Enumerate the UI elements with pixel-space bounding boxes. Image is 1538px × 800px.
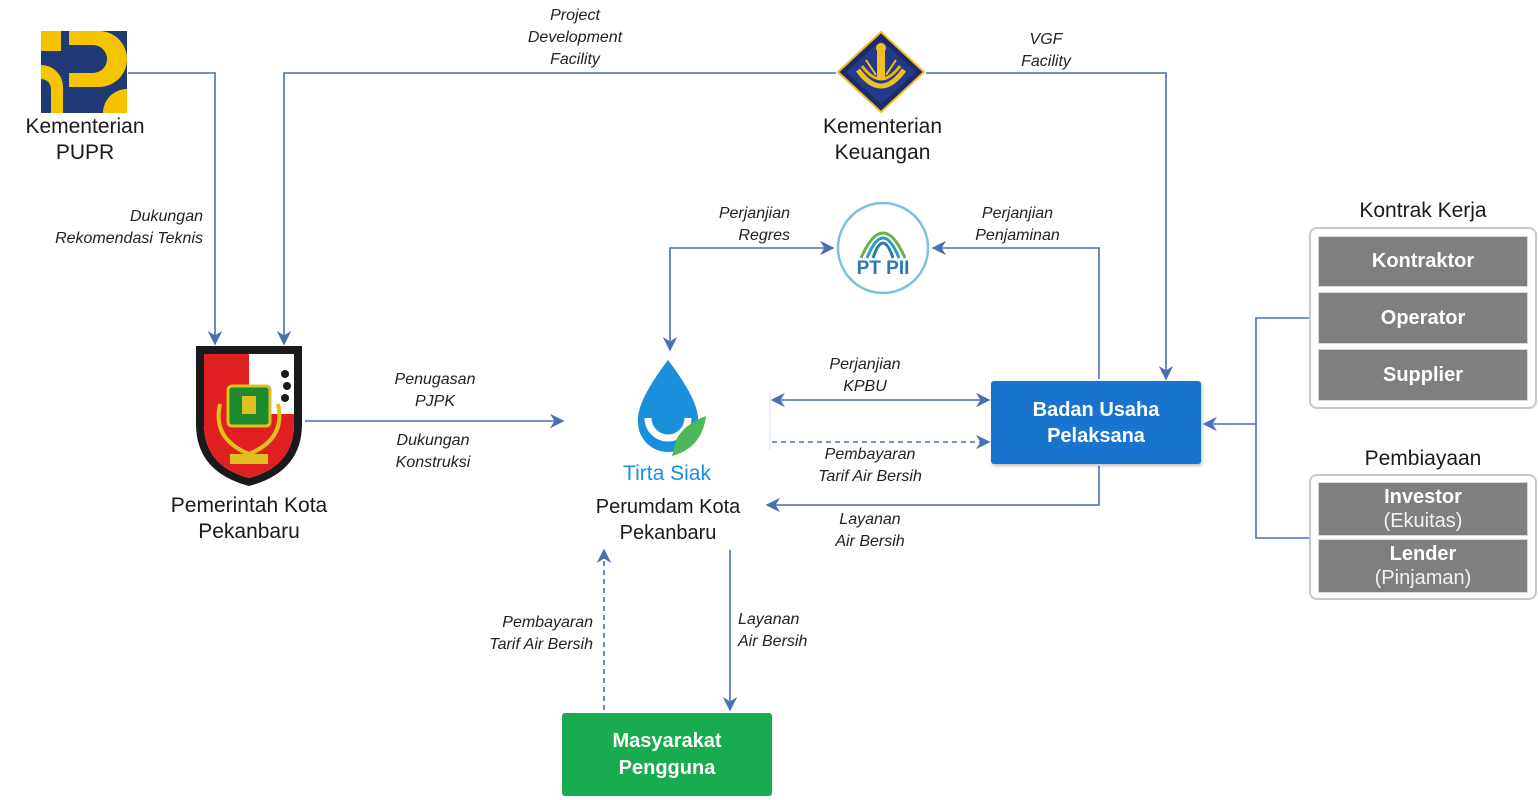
- keuangan-line2: Keuangan: [834, 141, 931, 164]
- pemkot-line2: Pekanbaru: [198, 520, 300, 543]
- pemkot-crest-icon: [192, 344, 306, 488]
- investor-box: Investor (Ekuitas): [1318, 482, 1528, 536]
- label-layanan-masy: Layanan Air Bersih: [738, 609, 828, 653]
- bup-box: Badan Usaha Pelaksana: [991, 381, 1201, 464]
- lender-sub-label: (Pinjaman): [1374, 567, 1472, 589]
- operator-label: Operator: [1380, 306, 1466, 329]
- pupr-logo-icon: [41, 31, 127, 113]
- perumdam-name: Perumdam Kota Pekanbaru: [570, 494, 766, 546]
- label-regres-line2: Regres: [738, 227, 790, 244]
- label-dukungan-konstruksi-line2: Konstruksi: [395, 454, 471, 471]
- label-pembayaran-masy-line1: Pembayaran: [502, 614, 593, 631]
- supplier-box: Supplier: [1318, 349, 1528, 401]
- label-kpbu-line1: Perjanjian: [829, 356, 901, 373]
- label-vgf-line1: VGF: [1029, 31, 1063, 48]
- perumdam-line1: Perumdam Kota: [595, 496, 741, 518]
- label-penugasan-line2: PJPK: [414, 393, 455, 410]
- label-pdf: Project Development Facility: [500, 5, 650, 71]
- label-kpbu: Perjanjian KPBU: [800, 354, 930, 398]
- label-penjaminan-line2: Penjaminan: [975, 227, 1060, 244]
- masyarakat-line1: Masyarakat: [612, 729, 722, 752]
- label-vgf: VGF Facility: [996, 29, 1096, 73]
- pembiayaan-title: Pembiayaan: [1364, 447, 1482, 470]
- label-pdf-line3: Facility: [550, 51, 600, 68]
- pupr-name: Kementerian PUPR: [10, 114, 160, 166]
- supplier-label: Supplier: [1382, 363, 1463, 386]
- pemkot-name: Pemerintah Kota Pekanbaru: [150, 493, 348, 545]
- perumdam-line2: Pekanbaru: [619, 522, 717, 544]
- kontrak-kerja-title: Kontrak Kerja: [1359, 199, 1487, 222]
- arrow-layanan-bup: [765, 466, 1100, 513]
- ptpii-logo-text: PT PII: [856, 258, 910, 279]
- investor-label: Investor: [1384, 486, 1462, 508]
- label-vgf-line2: Facility: [1021, 53, 1071, 70]
- label-dukungan-konstruksi-line1: Dukungan: [396, 432, 470, 449]
- label-layanan-bup: Layanan Air Bersih: [805, 509, 935, 553]
- arrow-keuangan-to-bup: [926, 72, 1174, 381]
- keuangan-line1: Kementerian: [822, 115, 943, 138]
- label-regres-line1: Perjanjian: [718, 205, 790, 222]
- label-layanan-masy-line2: Air Bersih: [738, 633, 808, 650]
- label-dukungan-konstruksi: Dukungan Konstruksi: [368, 430, 498, 474]
- label-penugasan-line1: Penugasan: [394, 371, 476, 388]
- arrow-keuangan-to-pemkot: [276, 72, 836, 346]
- label-penjaminan: Perjanjian Penjaminan: [960, 203, 1075, 247]
- label-pembayaran-masy: Pembayaran Tarif Air Bersih: [440, 612, 593, 656]
- label-pembayaran-bup: Pembayaran Tarif Air Bersih: [795, 444, 945, 488]
- keuangan-name: Kementerian Keuangan: [800, 114, 965, 166]
- bracket-contracts: [1255, 317, 1309, 539]
- masyarakat-line2: Pengguna: [618, 756, 716, 779]
- kontraktor-label: Kontraktor: [1371, 250, 1475, 272]
- pemkot-line1: Pemerintah Kota: [170, 494, 328, 517]
- label-pdf-line1: Project: [550, 7, 600, 24]
- arrow-pupr-to-pemkot: [128, 72, 223, 346]
- label-dukungan-teknis-line2: Rekomendasi Teknis: [55, 230, 203, 247]
- bup-line2: Pelaksana: [1047, 424, 1145, 447]
- label-dukungan-teknis-line1: Dukungan: [130, 208, 203, 225]
- label-pembayaran-bup-line1: Pembayaran: [824, 446, 916, 463]
- kontrak-kerja-group: Kontraktor Operator Supplier: [1309, 227, 1537, 409]
- tirta-siak-brand: Tirta Siak: [623, 462, 711, 485]
- ptpii-logo-icon: PT PII: [835, 200, 931, 296]
- label-layanan-masy-line1: Layanan: [738, 611, 800, 628]
- arrow-regres: [662, 240, 835, 352]
- arrow-penjaminan: [931, 240, 1100, 379]
- label-kpbu-line2: KPBU: [843, 378, 887, 395]
- label-penugasan: Penugasan PJPK: [370, 369, 500, 413]
- pembiayaan-group: Investor (Ekuitas) Lender (Pinjaman): [1309, 474, 1537, 600]
- label-layanan-bup-line2: Air Bersih: [835, 533, 905, 550]
- lender-label: Lender: [1389, 543, 1457, 565]
- lender-box: Lender (Pinjaman): [1318, 539, 1528, 593]
- investor-sub-label: (Ekuitas): [1383, 510, 1463, 532]
- tirta-siak-drop-icon: [632, 358, 712, 458]
- pupr-line1: Kementerian: [25, 115, 145, 138]
- label-dukungan-teknis: Dukungan Rekomendasi Teknis: [20, 206, 203, 250]
- pupr-line2: PUPR: [55, 141, 115, 164]
- bup-line1: Badan Usaha: [1032, 398, 1160, 421]
- kontraktor-box: Kontraktor: [1318, 236, 1528, 287]
- label-regres: Perjanjian Regres: [690, 203, 790, 247]
- label-pembayaran-bup-line2: Tarif Air Bersih: [818, 468, 922, 485]
- label-pdf-line2: Development: [527, 29, 623, 46]
- kemenkeu-logo-icon: [836, 30, 926, 114]
- label-layanan-bup-line1: Layanan: [839, 511, 901, 528]
- label-pembayaran-masy-line2: Tarif Air Bersih: [489, 636, 593, 653]
- operator-box: Operator: [1318, 292, 1528, 344]
- masyarakat-box: Masyarakat Pengguna: [562, 713, 772, 796]
- label-penjaminan-line1: Perjanjian: [981, 205, 1054, 222]
